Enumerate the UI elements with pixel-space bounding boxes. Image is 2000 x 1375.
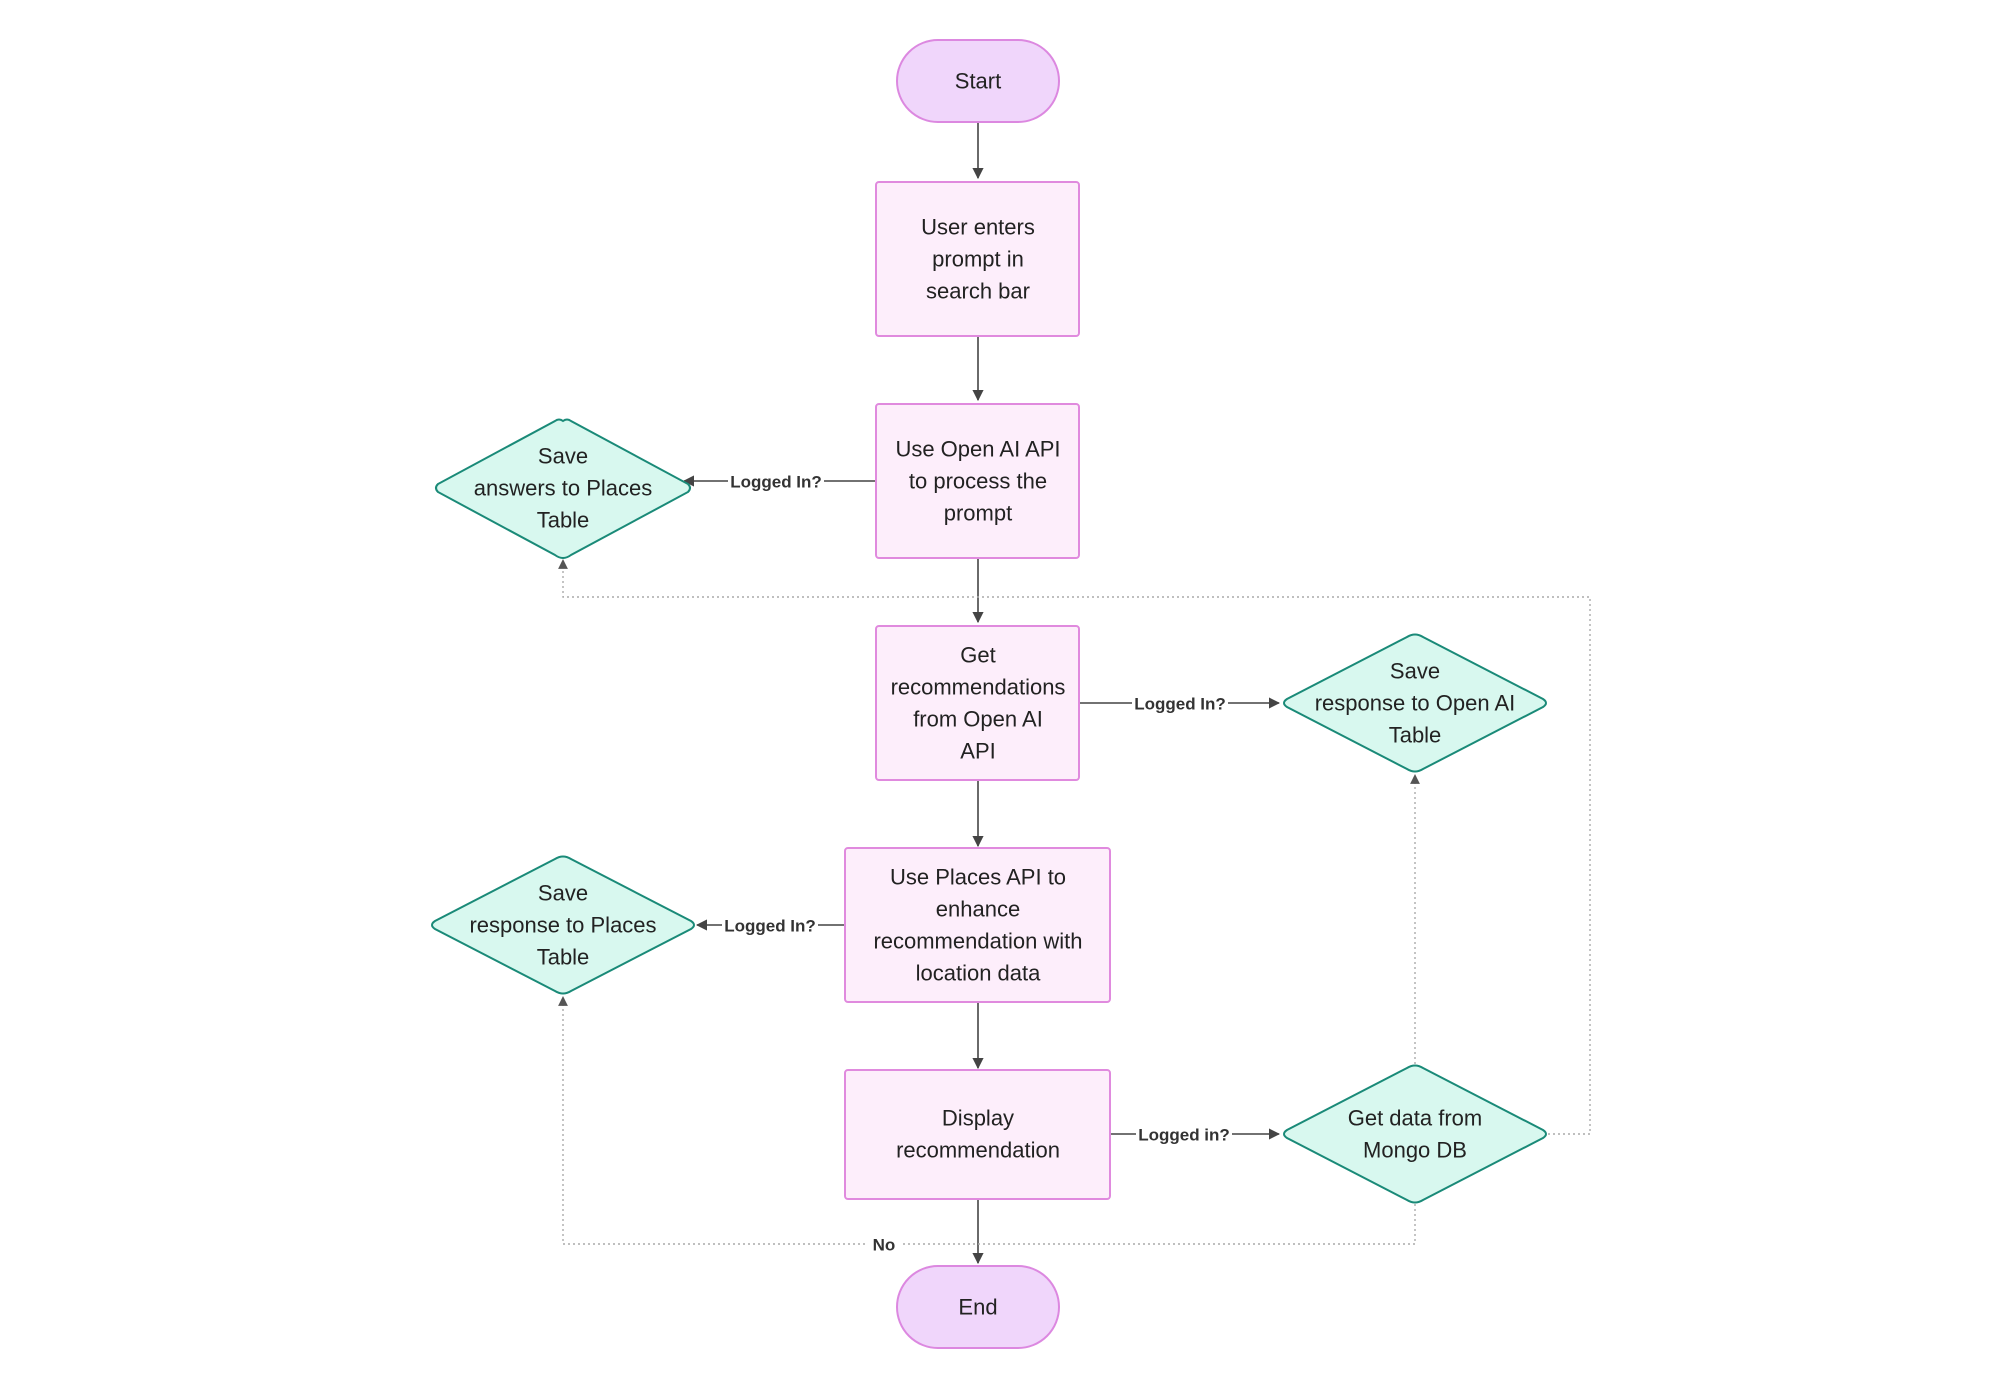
edge-label-logged-in-display: Logged in? xyxy=(1138,1126,1230,1145)
process-use-places: Use Places API to enhance recommendation w… xyxy=(844,847,1111,1003)
process-use-openai: Use Open AI API to process the prompt xyxy=(875,403,1080,559)
nodes: Start End User enters prompt in search bar… xyxy=(431,39,1547,1349)
edge-label-logged-in-openai: Logged In? xyxy=(730,473,822,492)
get-mongo-text-line: Get data from xyxy=(1348,1106,1483,1131)
edge-mongo-to-save-response-places-dotted xyxy=(558,996,1416,1245)
enter-prompt-text-line: prompt in xyxy=(932,247,1024,272)
start-text-line: Start xyxy=(955,69,1001,94)
save-answers-places-text-line: Save xyxy=(538,444,588,469)
edge-label-logged-in-recs: Logged In? xyxy=(1134,695,1226,714)
get-recs-text-line: API xyxy=(960,739,995,764)
get-recs-text-line: from Open AI xyxy=(913,707,1043,732)
save-answers-places-text-line: answers to Places xyxy=(474,476,653,501)
start-node: Start xyxy=(896,39,1060,123)
save-response-openai-text-line: response to Open AI xyxy=(1315,691,1516,716)
get-mongo-text-line: Mongo DB xyxy=(1363,1138,1467,1163)
process-enter-prompt: User enters prompt in search bar xyxy=(875,181,1080,337)
process-get-recommendations: Get recommendations from Open AI API xyxy=(875,625,1080,781)
use-openai-text-line: prompt xyxy=(944,501,1012,526)
use-openai-text-line: to process the xyxy=(909,469,1047,494)
use-places-text-line: location data xyxy=(916,961,1042,986)
save-answers-places-text-line: Table xyxy=(537,508,590,533)
get-recs-text-line: recommendations xyxy=(891,675,1066,700)
edge-label-no: No xyxy=(873,1236,896,1255)
use-places-text-line: enhance xyxy=(936,897,1020,922)
save-response-openai-text-line: Save xyxy=(1390,659,1440,684)
end-node: End xyxy=(896,1265,1060,1349)
display-text-line: Display xyxy=(942,1106,1014,1131)
use-places-text-line: Use Places API to xyxy=(890,865,1066,890)
edge-labels: Logged In? Logged In? Logged In? Logged … xyxy=(722,469,1232,1256)
decision-save-response-openai: Save response to Open AI Table xyxy=(1283,633,1547,773)
use-places-text-line: recommendation with xyxy=(873,929,1082,954)
edge-label-logged-in-places: Logged In? xyxy=(724,917,816,936)
save-response-openai-text-line: Table xyxy=(1389,723,1442,748)
display-text-line: recommendation xyxy=(896,1138,1060,1163)
use-openai-text-line: Use Open AI API xyxy=(895,437,1060,462)
enter-prompt-text-line: User enters xyxy=(921,215,1035,240)
save-response-places-text-line: Save xyxy=(538,881,588,906)
save-response-places-text-line: Table xyxy=(537,945,590,970)
process-display-recommendation: Display recommendation xyxy=(844,1069,1111,1200)
get-recs-text-line: Get xyxy=(960,643,995,668)
save-response-places-text-line: response to Places xyxy=(469,913,656,938)
end-text-line: End xyxy=(958,1295,997,1320)
enter-prompt-text-line: search bar xyxy=(926,279,1030,304)
